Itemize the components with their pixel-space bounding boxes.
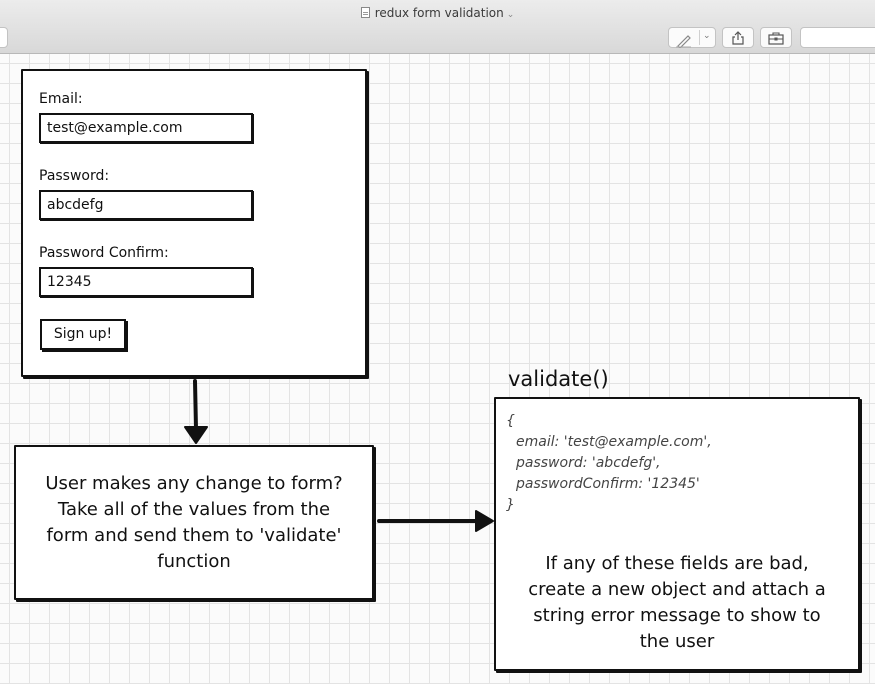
code-line: {: [506, 413, 515, 429]
validate-description-text: If any of these fields are bad, create a…: [504, 551, 850, 655]
signup-form-mockup: Email: test@example.com Password: abcdef…: [21, 69, 367, 377]
password-label: Password:: [39, 168, 110, 184]
change-text-line: function: [157, 551, 231, 572]
validate-text-line: the user: [639, 631, 715, 652]
window-title: redux form validation: [374, 6, 504, 20]
pen-icon: [676, 35, 691, 48]
window-title-bar[interactable]: redux form validation⌄: [0, 6, 875, 20]
document-icon: [360, 7, 370, 18]
search-input[interactable]: [800, 27, 875, 48]
markup-pen-button[interactable]: ⌄: [668, 27, 716, 48]
password-confirm-field: 12345: [39, 267, 253, 297]
arrow-form-to-change: [184, 379, 208, 444]
chevron-down-icon[interactable]: ⌄: [703, 31, 711, 41]
signup-button: Sign up!: [40, 319, 126, 350]
sidebar-toggle-button[interactable]: [0, 27, 8, 48]
validate-title: validate(): [508, 367, 609, 391]
validate-text-line: If any of these fields are bad,: [545, 553, 809, 574]
diagram-canvas: Email: test@example.com Password: abcdef…: [0, 54, 875, 684]
code-line: email: 'test@example.com',: [516, 434, 712, 450]
change-text-line: form and send them to 'validate': [46, 525, 342, 546]
connector-arrows: [184, 379, 494, 532]
toolbox-button[interactable]: [760, 27, 792, 48]
change-description-box: User makes any change to form? Take all …: [14, 445, 374, 600]
change-text-line: Take all of the values from the: [57, 499, 331, 520]
share-button[interactable]: [722, 27, 754, 48]
code-line: }: [506, 497, 515, 513]
password-confirm-label: Password Confirm:: [39, 245, 169, 261]
share-icon: [732, 31, 744, 45]
validate-box: { email: 'test@example.com', password: '…: [494, 397, 860, 671]
validate-text-line: string error message to show to: [533, 605, 821, 626]
toolbar-separator: [699, 30, 700, 45]
validate-text-line: create a new object and attach a: [528, 579, 826, 600]
chevron-down-icon[interactable]: ⌄: [506, 10, 515, 20]
code-line: password: 'abcdefg',: [516, 455, 661, 471]
change-text-line: User makes any change to form?: [45, 473, 343, 494]
window-toolbar: redux form validation⌄ ⌄: [0, 0, 875, 54]
email-label: Email:: [39, 91, 83, 107]
password-field: abcdefg: [39, 190, 253, 220]
code-line: passwordConfirm: '12345': [516, 476, 700, 492]
email-field: test@example.com: [39, 113, 253, 143]
values-object-code: { email: 'test@example.com', password: '…: [506, 411, 712, 516]
arrow-change-to-validate: [377, 510, 494, 532]
change-description-text: User makes any change to form? Take all …: [22, 471, 366, 575]
toolbox-icon: [768, 32, 784, 45]
